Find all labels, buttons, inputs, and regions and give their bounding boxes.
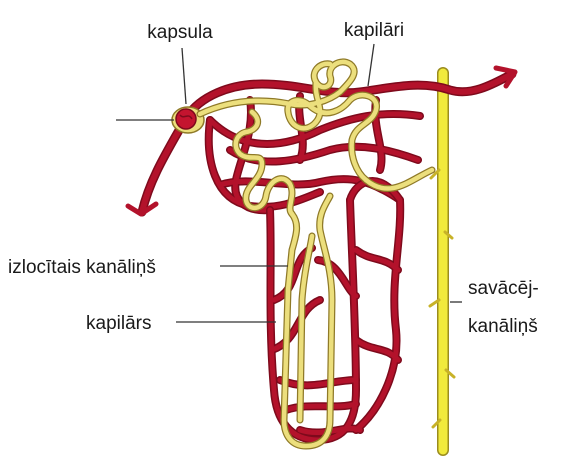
- leader-capsule: [182, 48, 186, 104]
- label-capillaries: kapilāri: [344, 20, 404, 41]
- label-capillary: kapilārs: [86, 313, 151, 334]
- label-capsule: kapsula: [147, 22, 213, 43]
- label-convoluted-tubule: izlocītais kanāliņš: [8, 257, 156, 278]
- collecting-duct: [430, 73, 454, 450]
- leader-capillaries: [368, 44, 374, 86]
- label-collecting-duct-line2: kanāliņš: [468, 316, 538, 337]
- label-collecting-duct-line1: savācēj-: [468, 278, 539, 299]
